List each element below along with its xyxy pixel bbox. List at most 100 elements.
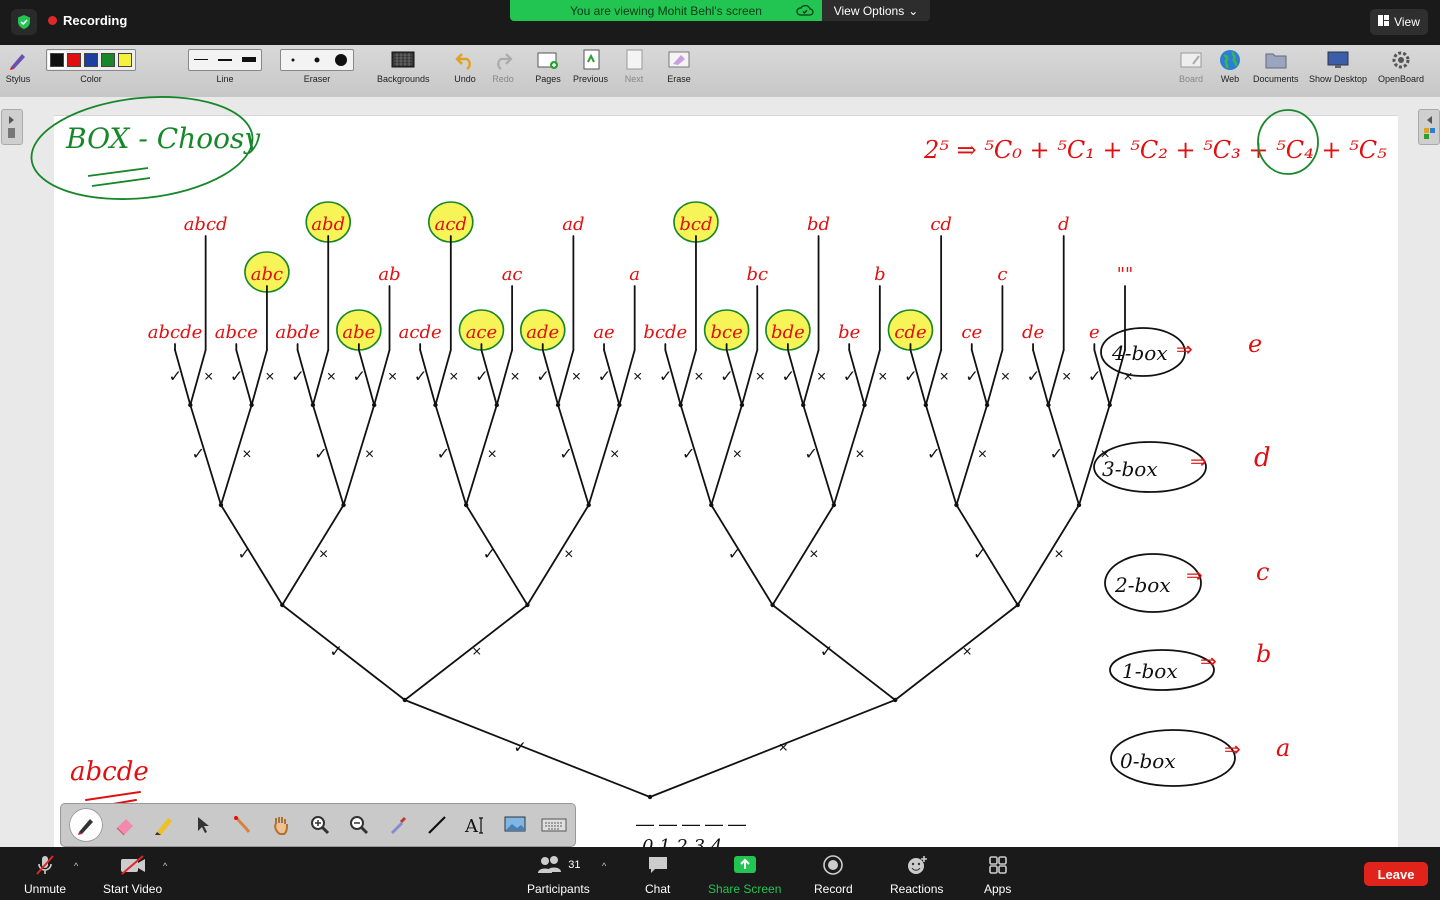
- color-red-swatch[interactable]: [67, 53, 81, 67]
- undo-label: Undo: [454, 74, 476, 84]
- share-screen-button[interactable]: Share Screen: [708, 853, 781, 896]
- text-icon[interactable]: A: [459, 808, 493, 842]
- eraser-medium-option[interactable]: [305, 56, 329, 64]
- recording-label: Recording: [63, 13, 128, 28]
- left-panel-toggle[interactable]: [1, 109, 23, 145]
- share-screen-label: Share Screen: [708, 882, 782, 896]
- show-desktop-tool[interactable]: Show Desktop: [1309, 49, 1367, 84]
- board-tool[interactable]: Board: [1178, 49, 1204, 84]
- erase-tool[interactable]: Erase: [666, 49, 692, 84]
- next-tool[interactable]: Next: [621, 49, 647, 84]
- zoom-out-icon[interactable]: [342, 808, 376, 842]
- chevron-down-icon: ⌄: [908, 3, 919, 18]
- participants-options-caret-icon[interactable]: ^: [602, 861, 607, 871]
- show-desktop-label: Show Desktop: [1309, 74, 1368, 84]
- redo-label: Redo: [492, 74, 514, 84]
- dropper-icon[interactable]: [381, 808, 415, 842]
- line-icon[interactable]: [420, 808, 454, 842]
- participants-label: Participants: [527, 882, 590, 896]
- color-black-swatch[interactable]: [48, 51, 66, 69]
- chat-button[interactable]: Chat: [645, 853, 670, 896]
- erase-label: Erase: [667, 74, 691, 84]
- svg-text:A: A: [464, 816, 479, 836]
- stylus-tool[interactable]: Stylus: [5, 49, 31, 84]
- color-tool[interactable]: Color: [46, 49, 136, 84]
- recording-indicator[interactable]: Recording: [48, 13, 127, 28]
- color-green-swatch[interactable]: [101, 53, 115, 67]
- participants-count: 31: [568, 859, 581, 871]
- openboard-tool[interactable]: OpenBoard: [1378, 49, 1424, 84]
- documents-label: Documents: [1253, 74, 1299, 84]
- security-shield-icon[interactable]: [11, 9, 37, 35]
- line-thin-option[interactable]: [189, 58, 213, 62]
- share-screen-icon: [732, 853, 758, 877]
- line-label: Line: [216, 74, 234, 84]
- meeting-controls-bar: Unmute ^ Start Video ^ 31 Participants ^…: [0, 847, 1440, 900]
- viewing-banner-text: You are viewing Mohit Behl's screen: [570, 3, 762, 18]
- eraser-large-option[interactable]: [329, 53, 353, 67]
- zoom-in-icon[interactable]: [303, 808, 337, 842]
- color-blue-swatch[interactable]: [84, 53, 98, 67]
- web-label: Web: [1220, 74, 1240, 84]
- view-options-button[interactable]: View Options ⌄: [822, 0, 930, 21]
- laser-icon[interactable]: [225, 808, 259, 842]
- whiteboard-area[interactable]: [0, 97, 1440, 851]
- video-options-caret-icon[interactable]: ^: [163, 861, 168, 871]
- participants-button[interactable]: 31 Participants: [527, 853, 590, 896]
- line-thick-option[interactable]: [237, 57, 261, 63]
- next-label: Next: [624, 74, 644, 84]
- viewing-banner: You are viewing Mohit Behl's screen: [510, 0, 822, 21]
- highlighter-icon[interactable]: [147, 808, 181, 842]
- leave-button[interactable]: Leave: [1364, 862, 1428, 886]
- chat-bubble-icon: [646, 853, 670, 877]
- whiteboard-page[interactable]: [54, 115, 1398, 851]
- undo-icon: [452, 49, 478, 71]
- right-panel-toggle[interactable]: [1418, 109, 1440, 145]
- eraser-small-option[interactable]: [281, 57, 305, 63]
- unmute-label: Unmute: [24, 882, 67, 896]
- color-yellow-swatch[interactable]: [118, 53, 132, 67]
- apps-grid-icon: [987, 853, 1009, 877]
- undo-tool[interactable]: Undo: [452, 49, 478, 84]
- recording-dot-icon: [48, 16, 57, 25]
- image-icon[interactable]: [498, 808, 532, 842]
- pages-tool[interactable]: Pages: [535, 49, 561, 84]
- eraser-tool[interactable]: Eraser: [280, 49, 354, 84]
- pages-icon: [535, 49, 561, 71]
- view-button-label: View: [1394, 15, 1420, 29]
- globe-icon: [1217, 49, 1243, 71]
- eraser-icon[interactable]: [108, 808, 142, 842]
- folder-icon: [1263, 49, 1289, 71]
- keyboard-icon[interactable]: [537, 808, 571, 842]
- start-video-button[interactable]: Start Video: [103, 853, 162, 896]
- line-tool[interactable]: Line: [188, 49, 262, 84]
- desktop-icon: [1325, 49, 1351, 71]
- unmute-button[interactable]: Unmute: [24, 853, 66, 896]
- web-tool[interactable]: Web: [1217, 49, 1243, 84]
- stylus-label: Stylus: [5, 74, 31, 84]
- color-swatches: [46, 49, 136, 71]
- redo-tool[interactable]: Redo: [490, 49, 516, 84]
- line-width-selector: [188, 49, 262, 71]
- next-page-icon: [621, 49, 647, 71]
- backgrounds-tool[interactable]: Backgrounds: [377, 49, 430, 84]
- apps-label: Apps: [984, 882, 1012, 896]
- chat-label: Chat: [645, 882, 671, 896]
- reactions-button[interactable]: Reactions: [890, 853, 943, 896]
- audio-options-caret-icon[interactable]: ^: [74, 861, 79, 871]
- previous-tool[interactable]: Previous: [573, 49, 608, 84]
- record-icon: [822, 853, 844, 877]
- view-button[interactable]: View: [1370, 9, 1428, 35]
- apps-button[interactable]: Apps: [984, 853, 1011, 896]
- pointer-icon[interactable]: [186, 808, 220, 842]
- openboard-label: OpenBoard: [1378, 74, 1425, 84]
- view-options-label: View Options: [833, 3, 905, 18]
- board-label: Board: [1178, 74, 1204, 84]
- drawing-tools-bar: A: [60, 803, 576, 847]
- record-button[interactable]: Record: [814, 853, 853, 896]
- pen-icon[interactable]: [69, 808, 103, 842]
- hand-icon[interactable]: [264, 808, 298, 842]
- eraser-size-selector: [280, 49, 354, 71]
- documents-tool[interactable]: Documents: [1253, 49, 1299, 84]
- line-medium-option[interactable]: [213, 58, 237, 62]
